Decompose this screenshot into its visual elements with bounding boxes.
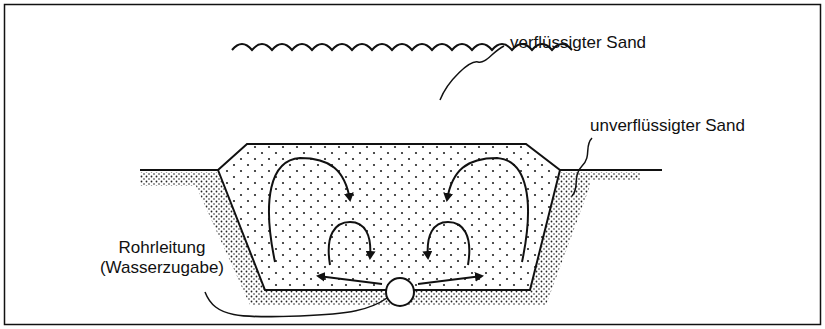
leader-line xyxy=(572,138,592,196)
frame xyxy=(5,5,821,325)
ground-line xyxy=(140,144,662,170)
flow-arrow xyxy=(318,276,382,284)
pipe xyxy=(386,278,414,306)
liquefied-sand xyxy=(218,144,560,290)
flow-arrow xyxy=(329,222,371,265)
flow-arrow xyxy=(428,222,470,265)
annotation-label: Rohrleitung (Wasserzugabe) xyxy=(92,238,232,278)
annotation-label: verflüssigter Sand xyxy=(510,33,646,53)
leader-line xyxy=(205,292,387,317)
annotation-label: unverflüssigter Sand xyxy=(590,116,745,136)
flow-arrow xyxy=(447,158,528,262)
flow-arrow xyxy=(269,158,350,262)
leader-line xyxy=(440,46,504,100)
flow-arrow xyxy=(418,276,482,284)
